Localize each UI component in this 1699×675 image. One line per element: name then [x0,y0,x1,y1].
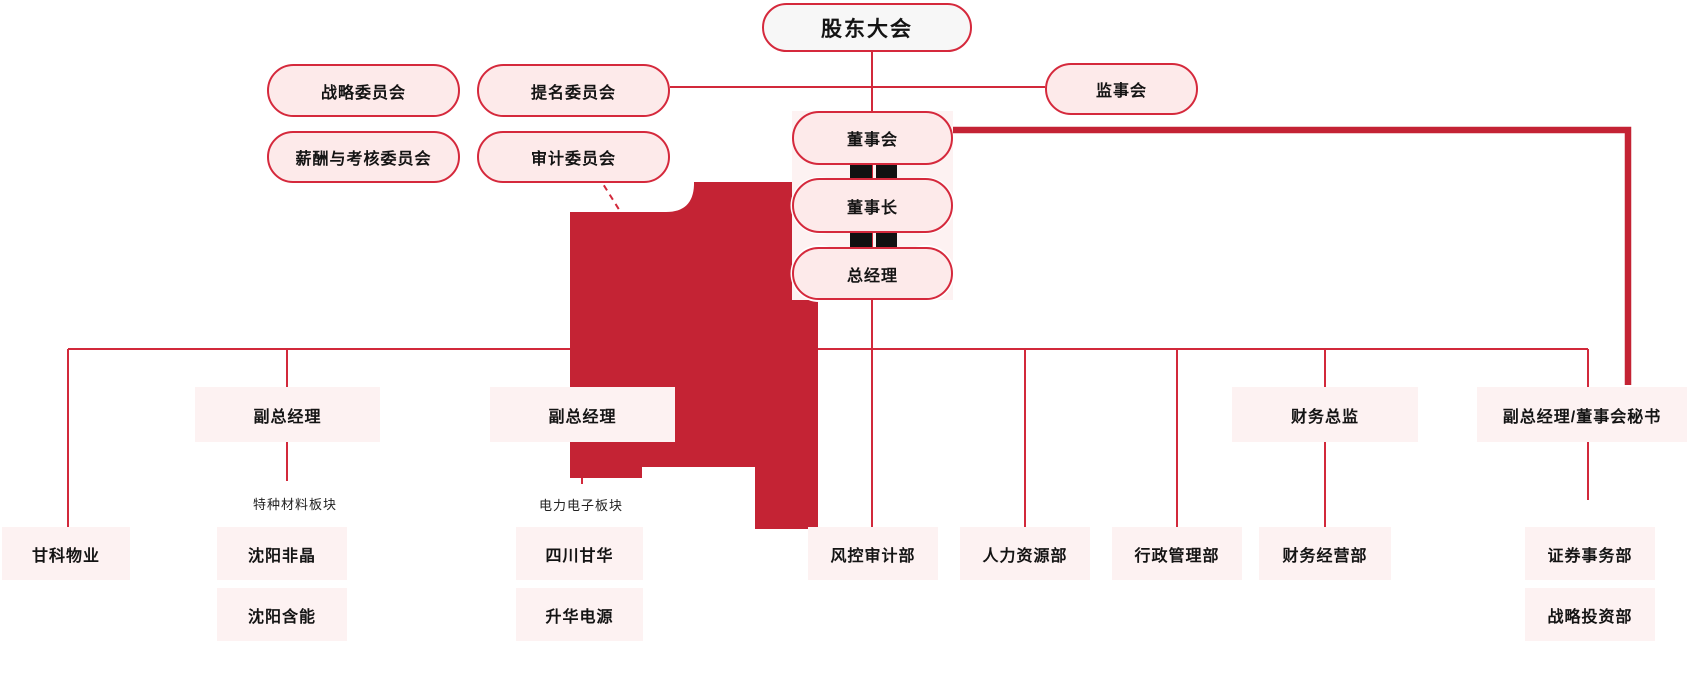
redaction-blob [570,182,818,529]
node-shenyang-feijing: 沈阳非晶 [217,527,347,580]
redaction-marks [850,165,897,247]
node-hr-dept: 人力资源部 [960,527,1090,580]
node-chairman: 董事长 [792,178,953,233]
node-general-manager: 总经理 [792,247,953,300]
group-label-special-materials: 特种材料板块 [252,497,337,512]
node-securities-affairs-dept: 证券事务部 [1525,527,1655,580]
node-risk-audit-dept: 风控审计部 [808,527,938,580]
node-vp-power: 副总经理 [490,387,675,442]
node-audit-committee: 审计委员会 [477,131,670,183]
node-admin-dept: 行政管理部 [1112,527,1242,580]
group-label-power-electronics: 电力电子板块 [538,498,623,513]
node-vp-board-secretary: 副总经理/董事会秘书 [1477,387,1687,442]
board-secretary-thick-connector [953,126,1632,385]
node-compensation-committee: 薪酬与考核委员会 [267,131,460,183]
node-shenghua-power: 升华电源 [516,588,643,641]
node-supervisory-board: 监事会 [1045,63,1198,115]
node-vp-materials: 副总经理 [195,387,380,442]
node-nomination-committee: 提名委员会 [477,64,670,117]
node-sichuan-ganhua: 四川甘华 [516,527,643,580]
connector-lines [67,52,1589,527]
node-strategic-investment-dept: 战略投资部 [1525,588,1655,641]
node-shareholders-meeting: 股东大会 [762,3,972,52]
node-ganke-property: 甘科物业 [2,527,130,580]
node-cfo: 财务总监 [1232,387,1418,442]
node-strategy-committee: 战略委员会 [267,64,460,117]
node-finance-operations-dept: 财务经营部 [1259,527,1391,580]
node-board-of-directors: 董事会 [792,111,953,165]
node-shenyang-hanneng: 沈阳含能 [217,588,347,641]
